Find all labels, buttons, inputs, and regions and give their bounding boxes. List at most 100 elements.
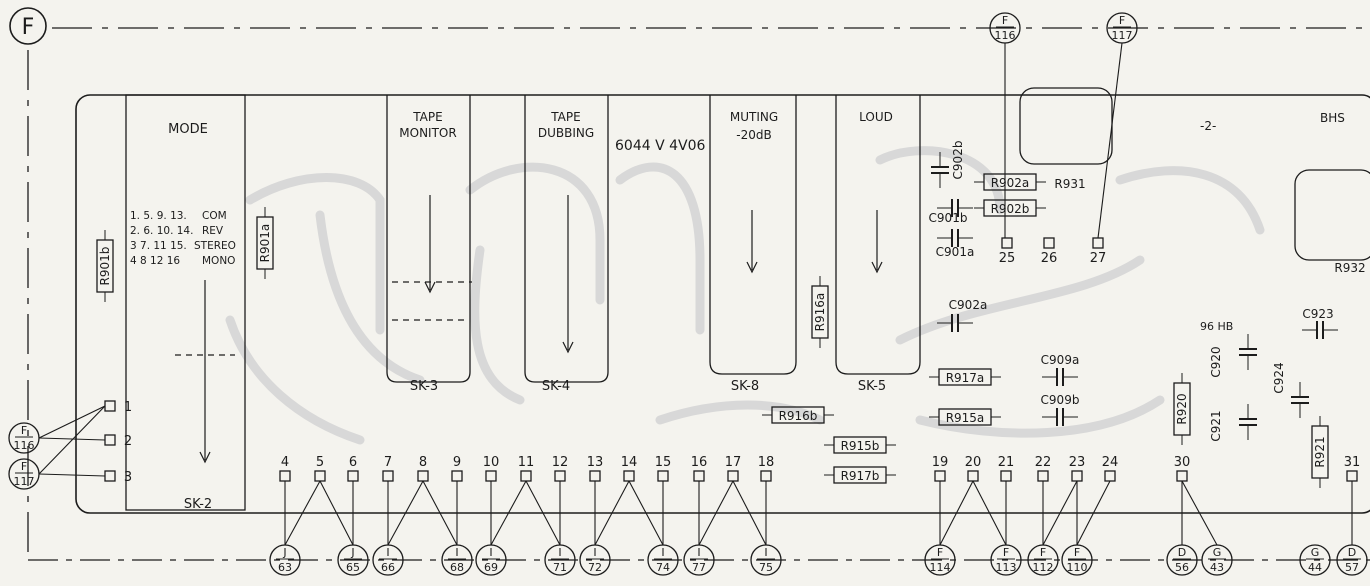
connector-letter: F (1119, 14, 1125, 27)
resistor-label: R915b (841, 439, 880, 453)
terminal-label: 27 (1090, 251, 1107, 266)
capacitor-c901a (937, 229, 973, 247)
component-layer: R901bR901aR916aR902aR902bR917aR915aR916b… (8, 12, 1368, 576)
label-tape-dubbing-1: TAPE (550, 110, 580, 124)
board-outline (75, 94, 1370, 514)
terminal-13 (589, 470, 601, 482)
connector-number: 116 (995, 29, 1016, 42)
resistor-label: R915a (946, 411, 985, 425)
terminal-30 (1176, 470, 1188, 482)
resistor-label: R902a (991, 176, 1030, 190)
capacitor-label: C920 (1209, 346, 1223, 377)
terminal-25 (1001, 237, 1013, 249)
terminal-label: 19 (932, 455, 949, 470)
connector-number: 112 (1033, 561, 1054, 574)
connector-bottom-i74: I74 (647, 544, 679, 576)
terminal-label: 18 (758, 455, 775, 470)
connector-number: 63 (278, 561, 292, 574)
board-mark-a: -2- (1200, 119, 1216, 133)
capacitor-label: C924 (1272, 362, 1286, 393)
terminal-6 (347, 470, 359, 482)
terminal-label: 17 (725, 455, 742, 470)
label-muting-2: -20dB (736, 128, 771, 142)
terminal-11 (520, 470, 532, 482)
terminal-16 (693, 470, 705, 482)
switch-label-sk4: SK-4 (542, 379, 570, 394)
section-circle (9, 7, 47, 45)
mode-legend: 1. 5. 9. 13. COM 2. 6. 10. 14. REV 3 7. … (130, 210, 236, 267)
resistor-label: R902b (991, 202, 1030, 216)
connector-letter: G (1213, 546, 1222, 559)
terminal-label: 9 (453, 455, 461, 470)
connector-bottom-j63: J63 (269, 544, 301, 576)
connector-letter: I (593, 546, 596, 559)
terminal-2 (104, 434, 116, 446)
connector-letter: I (697, 546, 700, 559)
connector-letter: F (1002, 14, 1008, 27)
capacitor-label: C921 (1209, 410, 1223, 441)
connector-letter: I (558, 546, 561, 559)
terminal-8 (417, 470, 429, 482)
connector-letter: I (764, 546, 767, 559)
capacitor-label: C909a (1041, 353, 1080, 367)
connector-letter: I (386, 546, 389, 559)
connector-bottom-i69: I69 (475, 544, 507, 576)
switch-label-sk2: SK-2 (184, 497, 212, 512)
resistor-label: R916b (779, 409, 818, 423)
legend-pins: 3 7. 11 15. (130, 240, 187, 252)
switch-body-sk5 (835, 95, 921, 375)
terminal-label: 16 (691, 455, 708, 470)
resistor-label: R920 (1175, 393, 1189, 424)
legend-pins: 4 8 12 16 (130, 255, 180, 267)
terminal-label: 26 (1041, 251, 1058, 266)
label-tape-monitor-1: TAPE (412, 110, 442, 124)
capacitor-c923 (1302, 321, 1338, 339)
switch-contacts (175, 195, 883, 464)
terminal-10 (485, 470, 497, 482)
switch-label-sk5: SK-5 (858, 379, 886, 394)
capacitor-label: C902b (951, 141, 965, 180)
terminal-label: 5 (316, 455, 324, 470)
section-letter: F (22, 15, 35, 40)
capacitor-c924 (1291, 382, 1309, 418)
resistor-label-r932: R932 (1334, 261, 1365, 275)
connector-number: 113 (996, 561, 1017, 574)
connector-bottom-i68: I68 (441, 544, 473, 576)
capacitor-label: C902a (949, 298, 988, 312)
legend-name: REV (202, 225, 224, 237)
capacitor-label: C901b (929, 211, 968, 225)
connector-number: 56 (1175, 561, 1189, 574)
connector-letter: I (489, 546, 492, 559)
terminal-31 (1346, 470, 1358, 482)
terminal-3 (104, 470, 116, 482)
terminal-label: 12 (552, 455, 569, 470)
connector-number: 68 (450, 561, 464, 574)
capacitor-label: C923 (1302, 307, 1333, 321)
terminal-label: 22 (1035, 455, 1052, 470)
terminal-24 (1104, 470, 1116, 482)
capacitor-c902b (931, 152, 949, 188)
resistor-label: R921 (1313, 436, 1327, 467)
terminal-label: 3 (124, 470, 132, 485)
connector-number: 116 (14, 439, 35, 452)
relay-outline (1019, 87, 1113, 165)
terminal-1 (104, 400, 116, 412)
label-tape-monitor-2: MONITOR (399, 126, 456, 140)
switch-body-sk4 (524, 95, 609, 383)
connector-number: 43 (1210, 561, 1224, 574)
terminal-17 (727, 470, 739, 482)
legend-name: MONO (202, 255, 235, 267)
connector-number: 44 (1308, 561, 1322, 574)
terminal-21 (1000, 470, 1012, 482)
terminal-label: 23 (1069, 455, 1086, 470)
capacitor-c909a (1042, 368, 1078, 386)
terminal-27 (1092, 237, 1104, 249)
legend-pins: 2. 6. 10. 14. (130, 225, 193, 237)
label-muting-1: MUTING (730, 110, 778, 124)
resistor-label-r931: R931 (1054, 177, 1085, 191)
terminal-4 (279, 470, 291, 482)
